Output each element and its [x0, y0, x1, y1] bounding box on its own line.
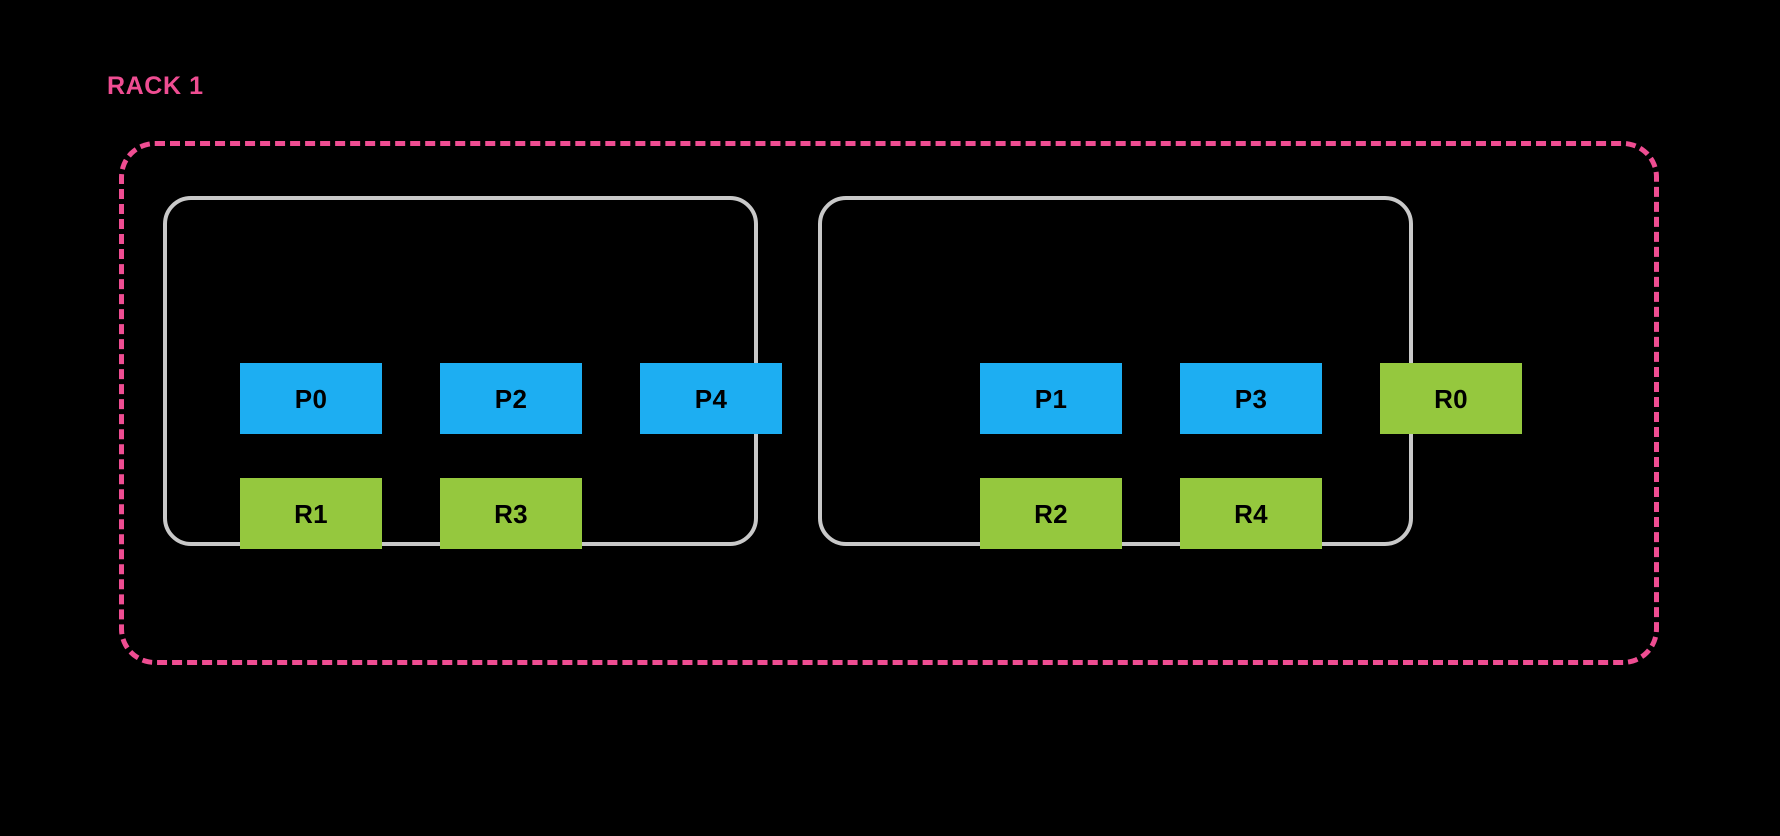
- rack-boundary: [119, 141, 1659, 665]
- unit-block[interactable]: R1: [240, 478, 382, 549]
- unit-block[interactable]: P0: [240, 363, 382, 434]
- unit-block[interactable]: P4: [640, 363, 782, 434]
- unit-block[interactable]: P3: [1180, 363, 1322, 434]
- unit-block[interactable]: P1: [980, 363, 1122, 434]
- unit-block[interactable]: R3: [440, 478, 582, 549]
- unit-block[interactable]: R4: [1180, 478, 1322, 549]
- unit-block[interactable]: P2: [440, 363, 582, 434]
- rack-label: RACK 1: [107, 72, 204, 100]
- unit-block[interactable]: R2: [980, 478, 1122, 549]
- unit-block[interactable]: R0: [1380, 363, 1522, 434]
